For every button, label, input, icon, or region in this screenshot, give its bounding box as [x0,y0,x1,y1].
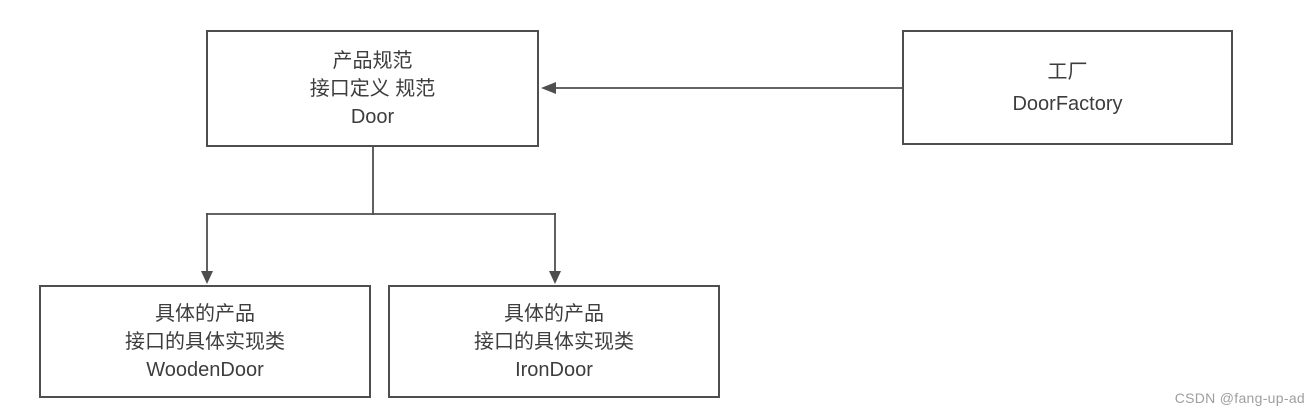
node-wooden-door-role-line-1: 具体的产品 [155,302,255,325]
watermark: CSDN @fang-up-ad [1174,390,1305,406]
node-iron-door-role-line-1: 具体的产品 [504,302,604,325]
node-iron-door-class-name: IronDoor [515,358,593,381]
node-wooden-door-class-name: WoodenDoor [146,358,264,381]
node-wooden-door-role-line-2: 接口的具体实现类 [125,330,285,353]
arrow-to-iron-door-head [549,271,561,284]
node-door-role-line-2: 接口定义 规范 [309,77,436,100]
node-door-class-name: Door [350,105,395,128]
node-door-role-line-1: 产品规范 [332,49,413,72]
node-door-factory-role-line: 工厂 [1047,60,1088,83]
node-door-factory: 工厂 DoorFactory [902,30,1233,145]
node-door-factory-class-name: DoorFactory [1012,92,1123,115]
arrow-factory-to-door-head [541,82,556,94]
node-iron-door-role-line-2: 接口的具体实现类 [474,330,634,353]
node-iron-door: 具体的产品 接口的具体实现类 IronDoor [388,285,720,398]
arrow-to-wooden-door-head [201,271,213,284]
node-wooden-door: 具体的产品 接口的具体实现类 WoodenDoor [39,285,371,398]
node-door: 产品规范 接口定义 规范 Door [206,30,539,147]
